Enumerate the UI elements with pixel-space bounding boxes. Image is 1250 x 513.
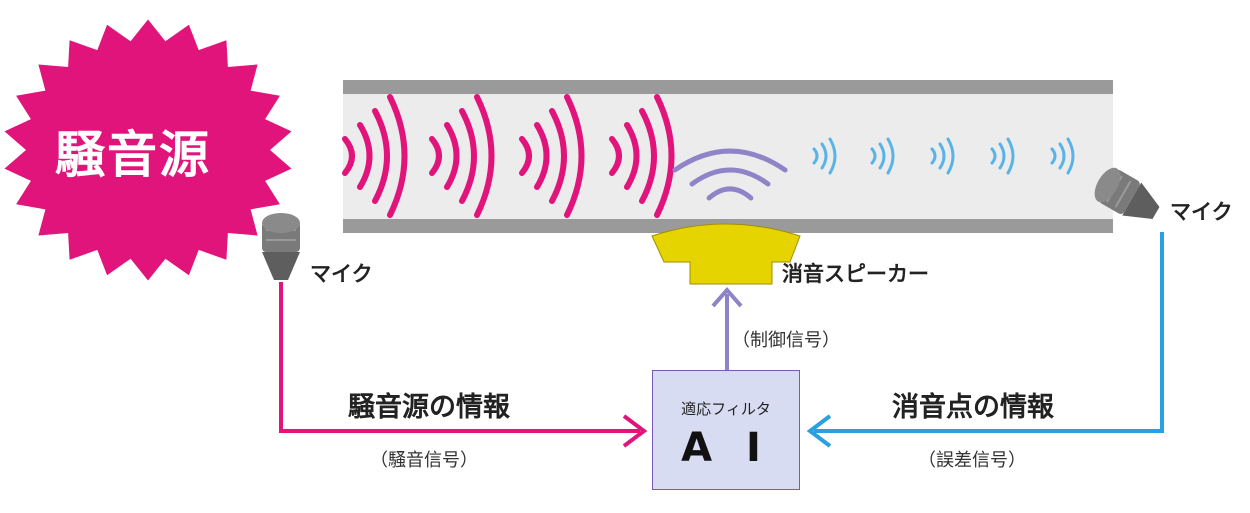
noise-wave-arc — [609, 136, 622, 176]
residual-wave-arc — [1006, 137, 1015, 175]
ai-adaptive-filter-box: 適応フィルタ A I — [652, 370, 800, 490]
noise-wave-arc — [372, 108, 390, 204]
noise-signal-arrowhead — [622, 414, 648, 448]
noise-wave-arc — [534, 122, 550, 190]
error-signal-arrowhead — [806, 414, 832, 448]
noise-signal-label: （騒音信号） — [370, 450, 478, 471]
residual-wave-arc — [990, 147, 997, 165]
residual-wave-arc — [870, 147, 877, 165]
residual-wave-arc — [930, 147, 937, 165]
noise-wave-arc — [444, 122, 460, 190]
noise-wave-arc — [564, 94, 585, 218]
residual-wave-arc — [1050, 147, 1057, 165]
right-mic-icon — [1094, 167, 1160, 220]
noise-wave-arc — [624, 122, 640, 190]
noise-info-label: 騒音源の情報 — [348, 392, 510, 423]
noise-source-label: 騒音源 — [55, 126, 211, 184]
residual-wave-arc — [1058, 142, 1066, 170]
noise-wave-arc — [474, 94, 495, 218]
residual-wave-arc — [946, 137, 955, 175]
cancel-point-info-label: 消音点の情報 — [892, 392, 1054, 423]
speaker-icon — [651, 223, 801, 285]
residual-wave-arc — [998, 142, 1006, 170]
anti-noise-arc — [689, 167, 771, 187]
speaker-label: 消音スピーカー — [782, 262, 929, 286]
ai-label: A I — [681, 425, 771, 471]
adaptive-filter-label: 適応フィルタ — [681, 400, 771, 418]
right-mic-label: マイク — [1170, 200, 1233, 224]
error-signal-label: （誤差信号） — [918, 450, 1026, 471]
error-signal-line — [814, 232, 1164, 433]
noise-wave-arc — [387, 94, 408, 218]
anti-noise-arc — [672, 148, 788, 173]
residual-wave-arc — [828, 137, 837, 175]
noise-source-burst — [4, 19, 292, 281]
residual-wave-arc — [878, 142, 886, 170]
noise-wave-arc — [342, 136, 355, 176]
noise-wave-arc — [519, 136, 532, 176]
control-signal-label: （制御信号） — [732, 330, 840, 351]
residual-wave-arc — [820, 142, 828, 170]
noise-signal-line — [279, 282, 640, 433]
noise-wave-arc — [357, 122, 373, 190]
residual-wave-arc — [812, 147, 819, 165]
left-mic-icon — [262, 213, 300, 280]
anti-noise-arc — [706, 186, 754, 201]
residual-wave-arc — [938, 142, 946, 170]
noise-wave-arc — [549, 108, 567, 204]
residual-wave-arc — [886, 137, 895, 175]
duct-top-wall — [343, 80, 1113, 94]
noise-wave-arc — [429, 136, 442, 176]
residual-waves — [812, 137, 1075, 175]
residual-wave-arc — [1066, 137, 1075, 175]
noise-waves — [342, 94, 675, 218]
noise-wave-arc — [654, 94, 675, 218]
anti-noise-wave — [672, 148, 788, 201]
noise-wave-arc — [639, 108, 657, 204]
noise-wave-arc — [459, 108, 477, 204]
control-signal-arrowhead — [711, 286, 743, 308]
left-mic-label: マイク — [310, 262, 373, 286]
